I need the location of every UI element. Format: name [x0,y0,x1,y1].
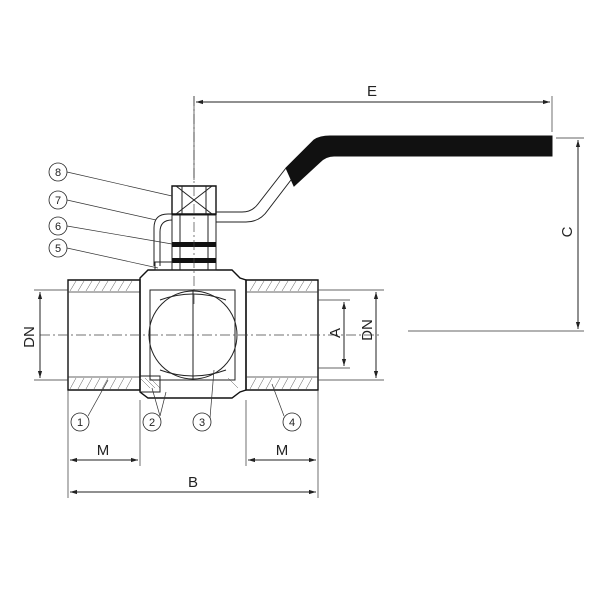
callout-7: 7 [48,190,157,221]
dimension-label-dn-left: DN [21,326,38,348]
dimension-label-a: A [327,328,344,338]
dimension-dn-right: DN [318,289,384,381]
dimension-m-right: M [245,390,319,498]
callout-8: 8 [48,162,173,197]
svg-text:1: 1 [77,417,83,429]
callout-4: 4 [271,383,302,432]
dimension-m-left: M [67,390,141,466]
callout-6: 6 [48,216,173,245]
dimension-label-dn-right: DN [359,319,376,341]
callout-5: 5 [48,238,159,269]
dimension-label-e: E [367,83,377,100]
dimension-dn-left: DN [21,289,68,381]
dimension-label-b: B [188,474,198,491]
lever-handle [216,135,553,223]
dimension-label-m-left: M [97,442,110,459]
dimension-c: C [408,137,584,332]
dimension-label-m-right: M [276,442,289,459]
dimension-label-c: C [559,226,576,237]
valve-body [67,269,319,399]
callout-3: 3 [192,369,215,432]
svg-text:4: 4 [289,417,295,429]
dimension-b: B [67,466,316,498]
svg-text:5: 5 [55,243,61,255]
dimension-e: E [193,83,553,180]
svg-text:3: 3 [199,417,205,429]
svg-text:8: 8 [55,167,61,179]
svg-text:7: 7 [55,195,61,207]
callout-2: 2 [142,387,167,432]
svg-text:6: 6 [55,221,61,233]
dimension-a: A [318,299,350,369]
lever-bracket [153,213,173,266]
callout-1: 1 [70,379,109,432]
svg-text:2: 2 [149,417,155,429]
